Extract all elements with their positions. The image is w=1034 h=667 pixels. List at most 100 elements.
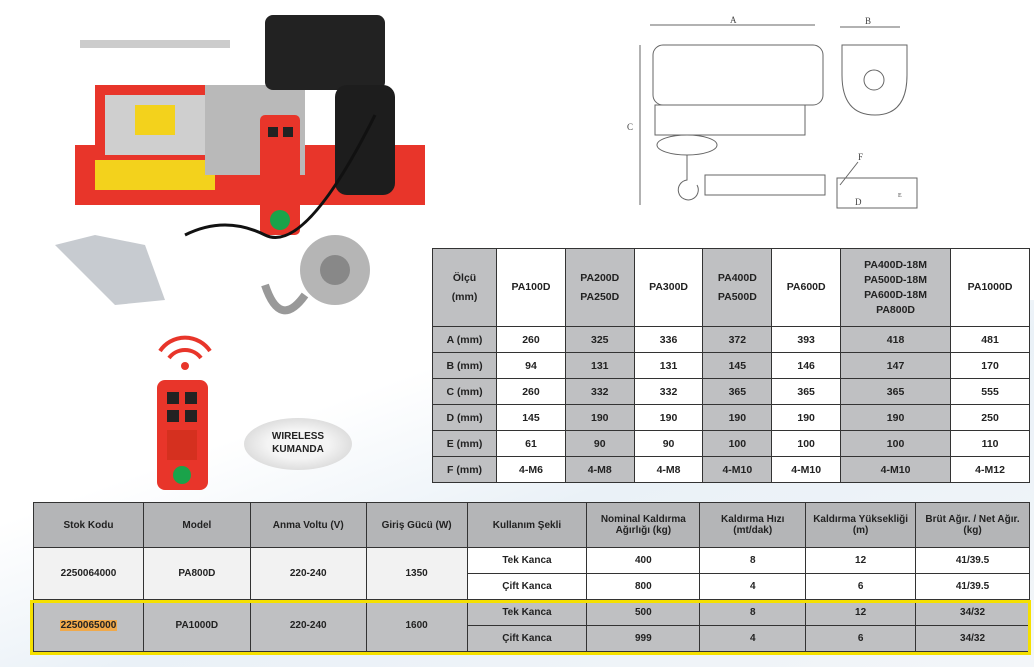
- spec-height: 6: [805, 625, 917, 652]
- spec-speed: 4: [699, 573, 807, 600]
- model-name: PA1000D: [967, 281, 1013, 293]
- dimension-value: 4-M8: [633, 456, 704, 483]
- model-name: PA300D: [649, 281, 689, 293]
- dimension-value: 4-M8: [564, 456, 635, 483]
- spec-header-cell: Stok Kodu: [33, 502, 144, 548]
- label-C: C: [627, 122, 633, 132]
- dimension-value: 100: [771, 430, 842, 457]
- spec-height: 6: [805, 573, 917, 600]
- dimension-value: 365: [702, 378, 773, 405]
- spec-weight: 34/32: [915, 625, 1030, 652]
- dimension-value: 147: [840, 352, 952, 379]
- dimension-value: 332: [633, 378, 704, 405]
- spec-header-cell: Model: [142, 502, 251, 548]
- voltage: 220-240: [249, 599, 367, 652]
- dimension-value: 4-M6: [496, 456, 566, 483]
- model-name: PA800D: [876, 303, 916, 316]
- spec-weight: 41/39.5: [915, 573, 1030, 600]
- dimension-value: 90: [633, 430, 704, 457]
- spec-header-cell: Giriş Gücü (W): [365, 502, 468, 548]
- header-model: PA600D: [771, 248, 842, 327]
- model-name: PA500D: [717, 290, 757, 303]
- label-E: E: [898, 193, 902, 199]
- spec-load: 800: [586, 573, 701, 600]
- row-label: D (mm): [431, 404, 498, 431]
- spec-speed: 8: [699, 547, 807, 574]
- spec-header-cell: Nominal Kaldırma Ağırlığı (kg): [586, 502, 701, 548]
- dimension-value: 145: [496, 404, 566, 431]
- dimension-value: 555: [950, 378, 1030, 405]
- dimension-value: 372: [702, 326, 773, 353]
- header-model: PA1000D: [950, 248, 1030, 327]
- remote-control-image: [157, 380, 208, 490]
- dimension-value: 260: [496, 378, 566, 405]
- spec-load: 500: [586, 599, 701, 626]
- dimension-value: 61: [496, 430, 566, 457]
- badge-line1: WIRELESS: [271, 431, 325, 442]
- spec-height: 12: [805, 547, 917, 574]
- dimension-value: 190: [564, 404, 635, 431]
- model-name: PA400D: [717, 271, 757, 284]
- hoist-product-image: [55, 15, 425, 315]
- dimension-value: 418: [840, 326, 952, 353]
- dimension-value: 393: [771, 326, 842, 353]
- dimension-value: 190: [771, 404, 842, 431]
- power: 1600: [365, 599, 468, 652]
- dimension-value: 146: [771, 352, 842, 379]
- spec-load: 999: [586, 625, 701, 652]
- spec-speed: 4: [699, 625, 807, 652]
- header-model: PA400D PA500D: [702, 248, 773, 327]
- dimension-value: 110: [950, 430, 1030, 457]
- label-A: A: [730, 15, 737, 25]
- spec-weight: 41/39.5: [915, 547, 1030, 574]
- row-label: E (mm): [431, 430, 498, 457]
- dimension-value: 90: [564, 430, 635, 457]
- dimension-value: 325: [564, 326, 635, 353]
- spec-header-cell: Kaldırma Yüksekliği (m): [805, 502, 917, 548]
- dimension-value: 131: [633, 352, 704, 379]
- model-name: PA400D-18M: [864, 258, 927, 271]
- row-label: F (mm): [431, 456, 498, 483]
- dimension-value: 4-M10: [771, 456, 842, 483]
- spec-use: Tek Kanca: [466, 599, 588, 626]
- spec-weight: 34/32: [915, 599, 1030, 626]
- model: PA800D: [142, 547, 251, 600]
- row-label: B (mm): [431, 352, 498, 379]
- dimension-value: 100: [840, 430, 952, 457]
- badge-line2: KUMANDA: [272, 444, 324, 455]
- power: 1350: [365, 547, 468, 600]
- spec-header-cell: Kullanım Şekli: [466, 502, 588, 548]
- label-D: D: [855, 197, 862, 207]
- label-F: F: [858, 152, 863, 162]
- model: PA1000D: [142, 599, 251, 652]
- dimension-value: 365: [771, 378, 842, 405]
- dimension-value: 100: [702, 430, 773, 457]
- stock-code: 2250065000: [33, 599, 144, 652]
- model-name: PA600D-18M: [864, 288, 927, 301]
- dimension-value: 332: [564, 378, 635, 405]
- spec-header-cell: Anma Voltu (V): [249, 502, 367, 548]
- voltage: 220-240: [249, 547, 367, 600]
- header-olcu-unit: (mm): [451, 290, 478, 303]
- dimension-value: 365: [840, 378, 952, 405]
- dimension-value: 336: [633, 326, 704, 353]
- dimension-value: 260: [496, 326, 566, 353]
- model-name: PA200D: [580, 271, 620, 284]
- spec-header-cell: Kaldırma Hızı (mt/dak): [699, 502, 807, 548]
- dimension-value: 170: [950, 352, 1030, 379]
- model-name: PA600D: [786, 281, 826, 293]
